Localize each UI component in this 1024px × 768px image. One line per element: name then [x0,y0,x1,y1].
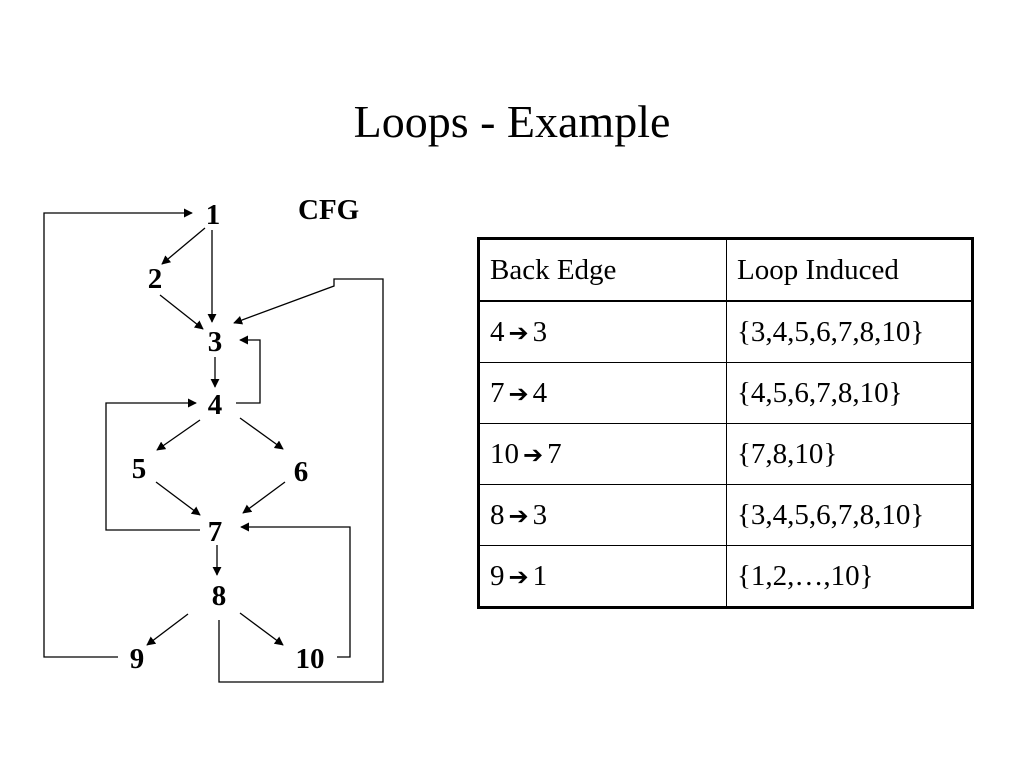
back-edge-8-3 [218,278,384,683]
arrow-icon: ➔ [508,562,529,591]
arrow-icon: ➔ [508,318,529,347]
node-6: 6 [294,456,309,488]
cfg-label: CFG [298,194,360,226]
edge-to: 4 [532,376,548,409]
node-10: 10 [296,643,325,675]
edge-2-3 [159,294,204,330]
loop-cell: {4,5,6,7,8,10} [726,362,973,424]
node-7: 7 [208,516,223,548]
edge-to: 7 [547,437,562,470]
edge-4-6 [239,417,284,450]
edge-from: 4 [490,315,505,348]
loop-cell: {3,4,5,6,7,8,10} [726,300,973,363]
back-edge-9-1 [43,208,193,658]
header-loop-induced: Loop Induced [726,238,973,302]
node-1: 1 [206,199,221,231]
node-2: 2 [148,263,163,295]
back-edge-table: Back Edge Loop Induced 4➔3 {3,4,5,6,7,8,… [477,237,974,609]
arrow-icon: ➔ [523,440,544,469]
edge-from: 9 [490,559,505,592]
slide-title: Loops - Example [353,96,671,147]
back-edge-cell: 4➔3 [478,300,727,363]
table-row: 8➔3 {3,4,5,6,7,8,10} [478,484,973,546]
node-4: 4 [208,389,223,421]
node-3: 3 [208,326,223,358]
node-9: 9 [130,643,145,675]
edge-8-9 [146,613,189,646]
edge-1-2 [161,227,206,265]
table-row: 7➔4 {4,5,6,7,8,10} [478,362,973,424]
edge-4-5 [156,419,201,451]
table-row: 9➔1 {1,2,…,10} [478,545,973,608]
arrow-icon: ➔ [508,501,529,530]
table-row: 4➔3 {3,4,5,6,7,8,10} [478,300,973,363]
edge-from: 8 [490,498,505,531]
loop-cell: {3,4,5,6,7,8,10} [726,484,973,546]
back-edge-7-4 [105,398,200,531]
edge-from: 7 [490,376,505,409]
node-5: 5 [132,453,147,485]
back-edge-cell: 8➔3 [478,484,727,546]
table-row: 10➔7 {7,8,10} [478,423,973,485]
edge-8-10 [239,612,284,646]
table-header-row: Back Edge Loop Induced [478,238,973,302]
node-8: 8 [212,580,227,612]
edge-from: 10 [490,437,519,470]
edge-6-7 [242,481,286,514]
back-edge-10-7 [240,522,351,658]
edge-to: 1 [532,559,548,592]
back-edge-cell: 10➔7 [478,423,727,485]
header-back-edge: Back Edge [478,238,727,302]
back-edge-cell: 9➔1 [478,545,727,608]
arrow-icon: ➔ [508,379,529,408]
back-edge-4-3 [236,335,261,404]
loop-cell: {1,2,…,10} [726,545,973,608]
back-edge-cell: 7➔4 [478,362,727,424]
edge-to: 3 [532,498,548,531]
edge-to: 3 [532,315,548,348]
edge-5-7 [155,481,201,516]
loop-cell: {7,8,10} [726,423,973,485]
